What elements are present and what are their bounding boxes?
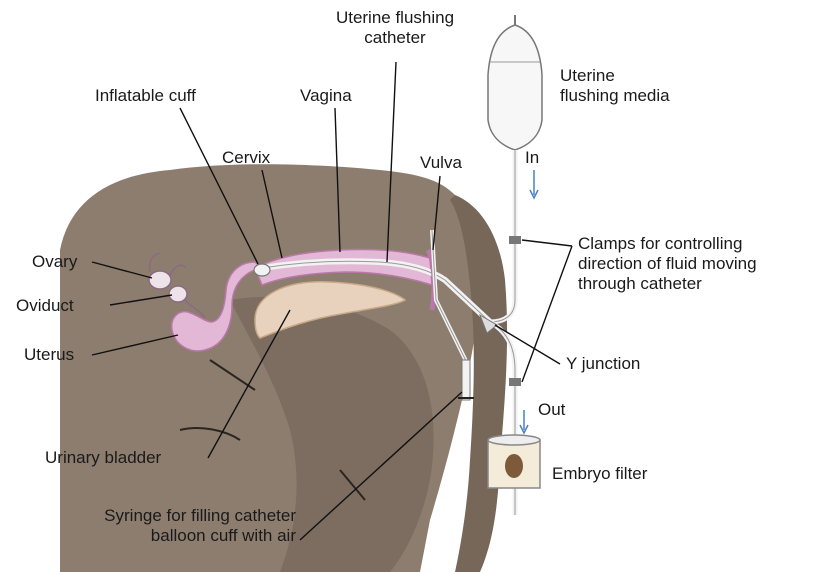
embryo-filter-mesh [505,454,523,478]
clamp-in [509,236,521,244]
leader-clamps [522,240,572,382]
label-uterine-flushing-catheter-line2: catheter [310,28,480,48]
label-clamps-line1: Clamps for controlling [578,234,757,254]
label-out: Out [538,400,565,420]
label-syringe-line1: Syringe for filling catheter [24,506,296,526]
label-uterine-flushing-catheter: Uterine flushing catheter [310,8,480,48]
label-clamps-line3: through catheter [578,274,757,294]
flushing-media-bag [488,25,542,150]
ovary [149,271,171,289]
label-y-junction: Y junction [566,354,640,374]
label-inflatable-cuff: Inflatable cuff [95,86,196,106]
label-in: In [525,148,539,168]
label-uterine-flushing-media: Uterine flushing media [560,66,670,106]
label-uterine-flushing-catheter-line1: Uterine flushing [310,8,480,28]
label-syringe: Syringe for filling catheter balloon cuf… [24,506,296,546]
embryo-filter-rim [488,435,540,445]
oviduct-ovary-2 [169,286,187,302]
label-embryo-filter: Embryo filter [552,464,647,484]
label-vulva: Vulva [420,153,462,173]
clamp-out [509,378,521,386]
label-oviduct: Oviduct [16,296,74,316]
inflatable-cuff [254,264,270,276]
label-clamps: Clamps for controlling direction of flui… [578,234,757,294]
label-ovary: Ovary [32,252,77,272]
label-clamps-line2: direction of fluid moving [578,254,757,274]
label-vagina: Vagina [300,86,352,106]
label-uterine-flushing-media-line2: flushing media [560,86,670,106]
label-uterine-flushing-media-line1: Uterine [560,66,670,86]
label-uterus: Uterus [24,345,74,365]
label-urinary-bladder: Urinary bladder [45,448,161,468]
label-cervix: Cervix [222,148,270,168]
label-syringe-line2: balloon cuff with air [24,526,296,546]
syringe [462,360,470,400]
